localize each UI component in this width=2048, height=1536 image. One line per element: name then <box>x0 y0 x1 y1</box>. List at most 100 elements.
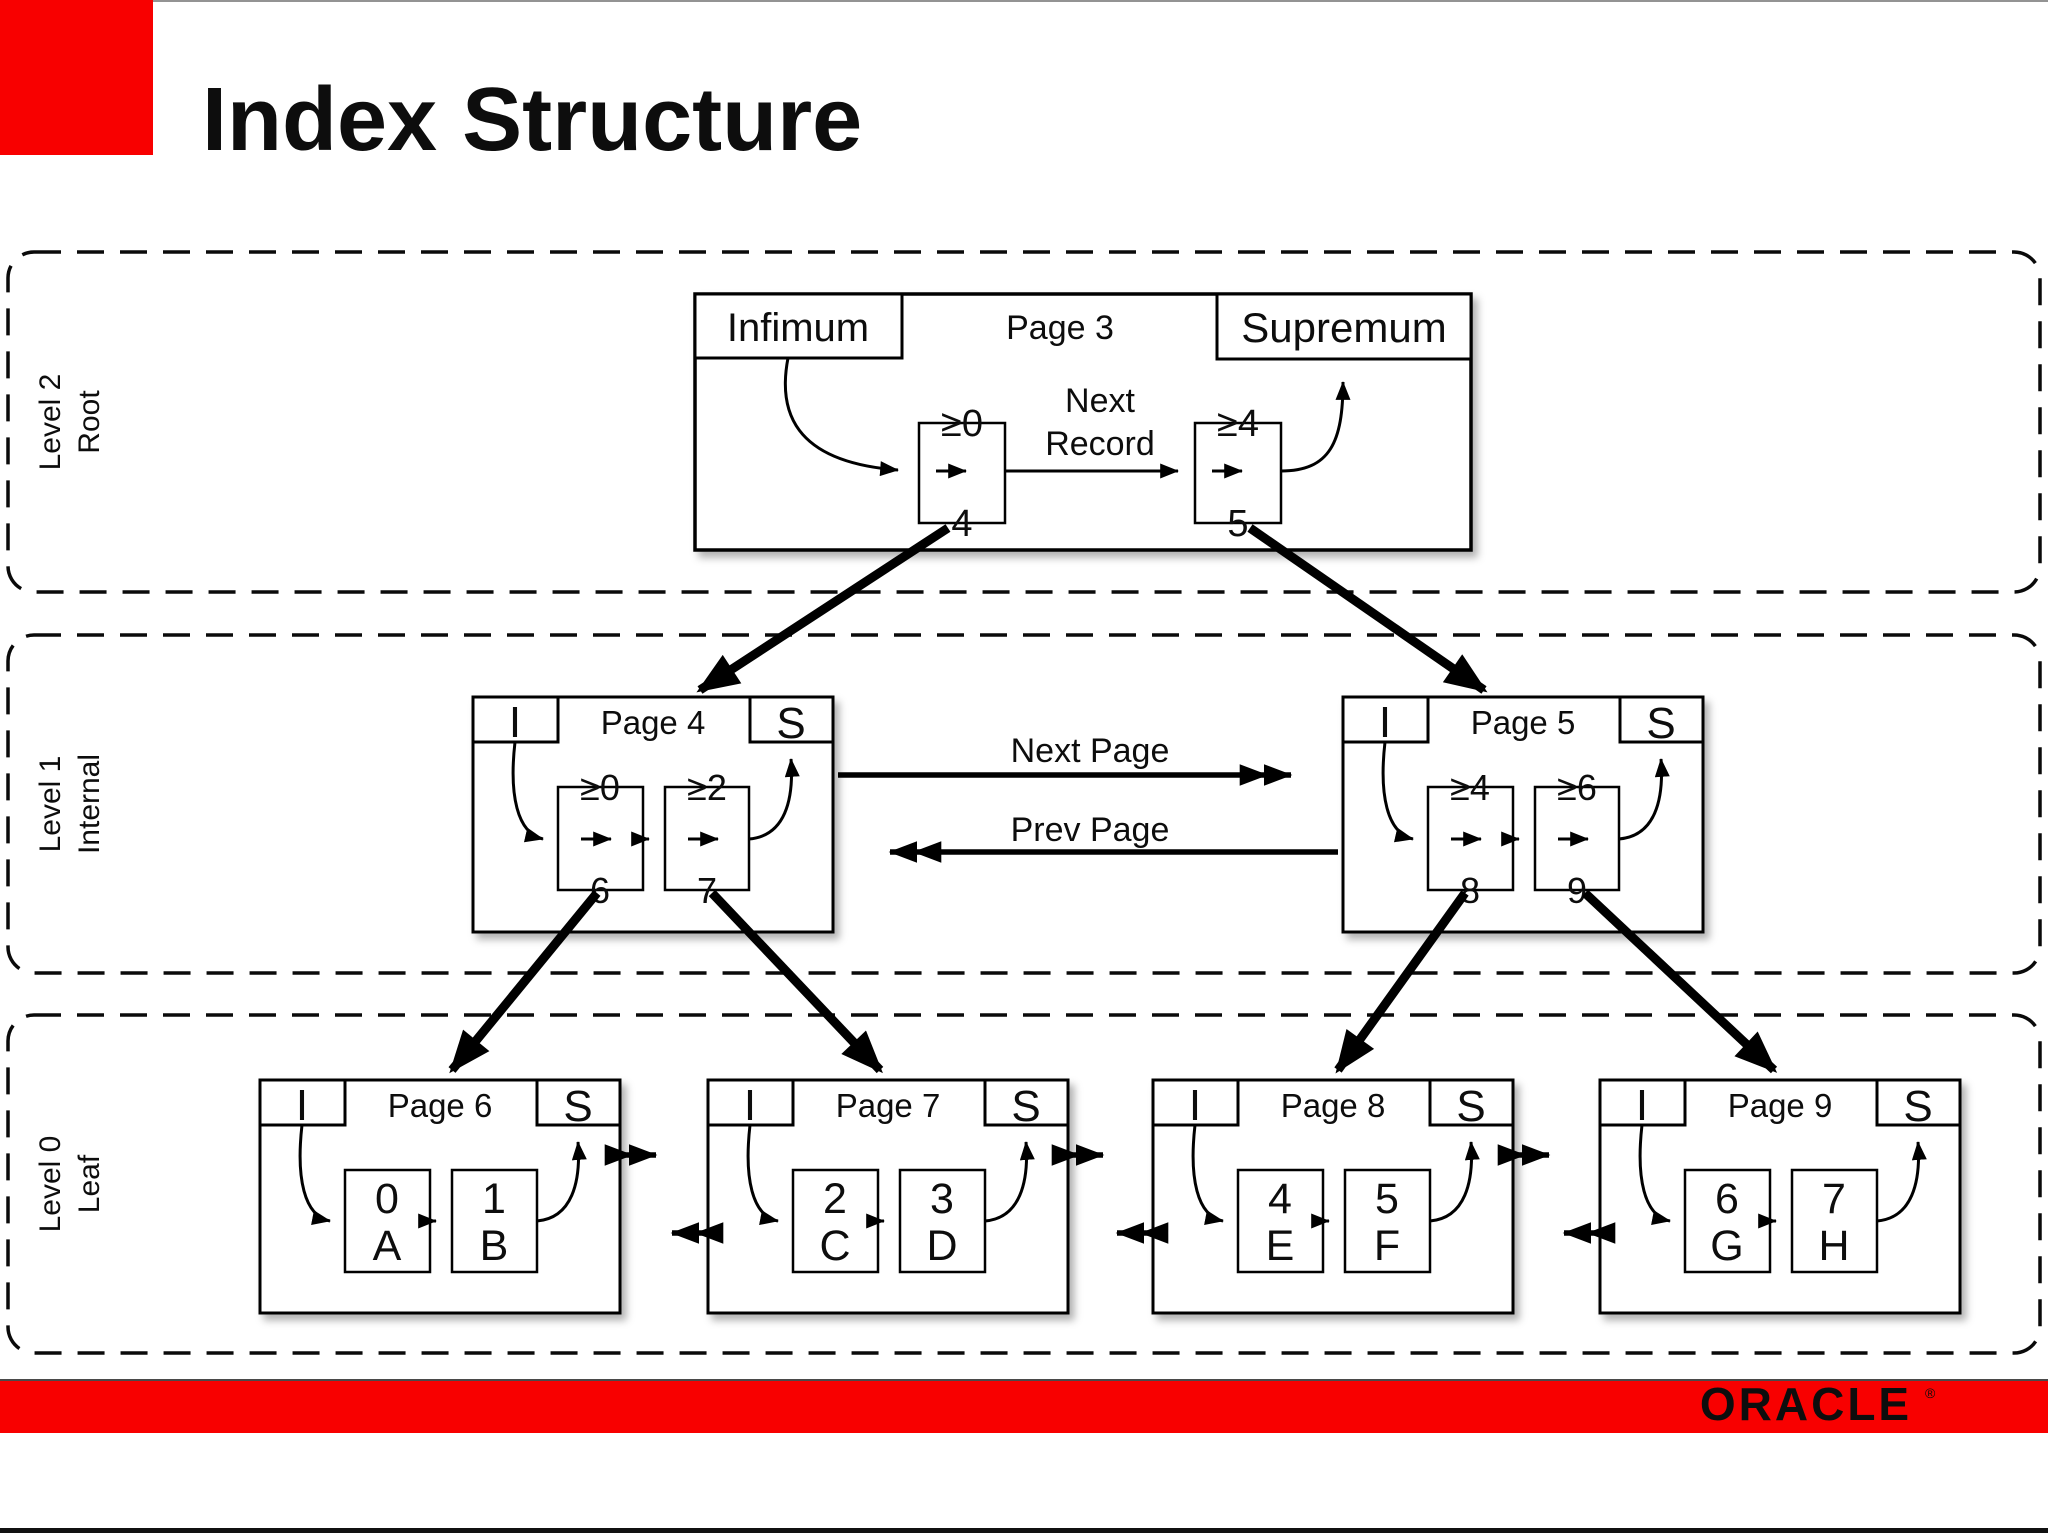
tree-pointer-arrows <box>448 524 1778 1074</box>
infimum-to-record-arrow <box>783 357 899 477</box>
page7-supremum-cell <box>983 1078 1070 1127</box>
page5-infimum-arrow <box>1381 741 1414 843</box>
page8-record-0-value: E <box>1266 1222 1295 1270</box>
page7-record-1-key: 3 <box>930 1175 954 1223</box>
page6-infimum-cell <box>258 1078 347 1127</box>
page7-record-0-value: C <box>819 1222 850 1270</box>
page5-record-1-child-page: 9 <box>1567 870 1587 911</box>
page5-supremum-abbr: S <box>1646 699 1675 748</box>
page5-record-0-child-page: 8 <box>1460 870 1480 911</box>
page7-supremum-arrow <box>984 1141 1035 1223</box>
page7-supremum-abbr: S <box>1011 1082 1040 1131</box>
level0-label-line1: Level 0 <box>34 1136 67 1233</box>
level1-label-line1: Level 1 <box>34 756 67 853</box>
page9-supremum-abbr: S <box>1903 1082 1932 1131</box>
next-record-label-line1: Next <box>1065 382 1135 420</box>
bottom-rule <box>0 1528 2048 1533</box>
page6-record-1-value: B <box>480 1222 509 1270</box>
infimum-cell <box>693 292 904 360</box>
page8-infimum-arrow <box>1191 1124 1224 1225</box>
leaf-page-7: I Page 7 S 2 C 3 D <box>706 1078 1070 1315</box>
level2-label-line1: Level 2 <box>34 374 67 471</box>
footer-top-line <box>0 1379 2048 1381</box>
page5-supremum-arrow <box>1618 758 1670 841</box>
root-record-1-key: ≥4 <box>1217 403 1259 445</box>
page6-record-0-key: 0 <box>375 1175 399 1223</box>
page8-supremum-cell <box>1428 1078 1515 1127</box>
slide-footer: ORACLE ® <box>0 1378 2048 1533</box>
page6-infimum-abbr: I <box>296 1081 308 1130</box>
page9-infimum-abbr: I <box>1636 1081 1648 1130</box>
top-edge-line <box>0 0 2048 2</box>
page4-record-1-child-page: 7 <box>697 870 717 911</box>
page8-title: Page 8 <box>1281 1087 1386 1124</box>
page9-record-0-value: G <box>1710 1222 1743 1270</box>
page7-record-1-value: D <box>926 1222 957 1270</box>
leaf-page-9: I Page 9 S 6 G 7 H <box>1598 1078 1962 1315</box>
page8-infimum-cell <box>1151 1078 1240 1127</box>
page5-supremum-cell <box>1618 695 1705 744</box>
page6-infimum-arrow <box>298 1124 331 1225</box>
level1-internal-band <box>6 633 2042 975</box>
page4-infimum-cell <box>471 695 560 744</box>
level0-leaf-band <box>6 1013 2042 1355</box>
level1-label-line2: Internal <box>73 754 106 854</box>
footer-red-bar <box>0 1381 2048 1433</box>
supremum-cell <box>1215 292 1473 361</box>
slide-title: Index Structure <box>202 70 862 170</box>
page9-record-0-key: 6 <box>1715 1175 1739 1223</box>
page5-title: Page 5 <box>1471 704 1576 741</box>
root-record-0-key: ≥0 <box>941 403 983 445</box>
page7-record-1-box <box>898 1168 987 1274</box>
red-accent-square <box>0 0 153 155</box>
slide-header: Index Structure <box>0 0 862 170</box>
page5-infimum-abbr: I <box>1379 698 1391 747</box>
page6-record-0-box <box>343 1168 432 1274</box>
page6-supremum-arrow <box>536 1141 587 1223</box>
root-to-page4-arrow <box>696 524 951 694</box>
infimum-label: Infimum <box>727 306 869 350</box>
level2-label-line2: Root <box>73 390 106 454</box>
prev-page-label: Prev Page <box>1011 811 1170 849</box>
page4-title: Page 4 <box>601 704 706 741</box>
page8-record-1-value: F <box>1374 1222 1400 1270</box>
page4-supremum-arrow <box>748 758 800 841</box>
page6-record-0-value: A <box>373 1222 402 1270</box>
page9-supremum-arrow <box>1876 1141 1927 1223</box>
registered-mark-icon: ® <box>1925 1385 1936 1401</box>
internal-page-4: I Page 4 S ≥0 6 ≥2 7 <box>471 695 835 934</box>
page8-record-0-box <box>1236 1168 1325 1274</box>
root-page: Infimum Page 3 Supremum ≥0 4 ≥4 5 Next R… <box>693 292 1473 552</box>
page6-supremum-abbr: S <box>563 1082 592 1131</box>
root-record-0-child-page: 4 <box>951 503 972 545</box>
level2-root-band <box>6 250 2042 594</box>
page9-infimum-arrow <box>1638 1124 1671 1225</box>
page9-record-0-box <box>1683 1168 1772 1274</box>
root-page-title: Page 3 <box>1006 309 1114 347</box>
internal-sibling-links: Next Page Prev Page <box>838 732 1338 863</box>
page9-infimum-cell <box>1598 1078 1687 1127</box>
page7-record-0-box <box>791 1168 880 1274</box>
page6-title: Page 6 <box>388 1087 493 1124</box>
page7-infimum-abbr: I <box>744 1081 756 1130</box>
page9-record-1-value: H <box>1818 1222 1849 1270</box>
page7-infimum-arrow <box>746 1124 779 1225</box>
page9-record-1-box <box>1790 1168 1879 1274</box>
page7-record-0-key: 2 <box>823 1175 847 1223</box>
page4-supremum-cell <box>748 695 835 744</box>
page4-infimum-arrow <box>511 741 544 843</box>
level0-label-line2: Leaf <box>73 1154 106 1213</box>
page9-supremum-cell <box>1875 1078 1962 1127</box>
leaf-page-8: I Page 8 S 4 E 5 F <box>1151 1078 1515 1315</box>
root-to-page5-arrow <box>1247 524 1488 694</box>
page8-record-1-box <box>1343 1168 1432 1274</box>
leaf-sibling-links <box>604 1144 1616 1244</box>
internal-page-5: I Page 5 S ≥4 8 ≥6 9 <box>1341 695 1705 934</box>
page8-supremum-arrow <box>1429 1141 1480 1223</box>
oracle-logo: ORACLE <box>1700 1378 1912 1430</box>
page4-infimum-abbr: I <box>509 698 521 747</box>
record-to-supremum-arrow <box>1280 381 1351 473</box>
leaf-page-6: I Page 6 S 0 A 1 B <box>258 1078 622 1315</box>
page7-title: Page 7 <box>836 1087 941 1124</box>
